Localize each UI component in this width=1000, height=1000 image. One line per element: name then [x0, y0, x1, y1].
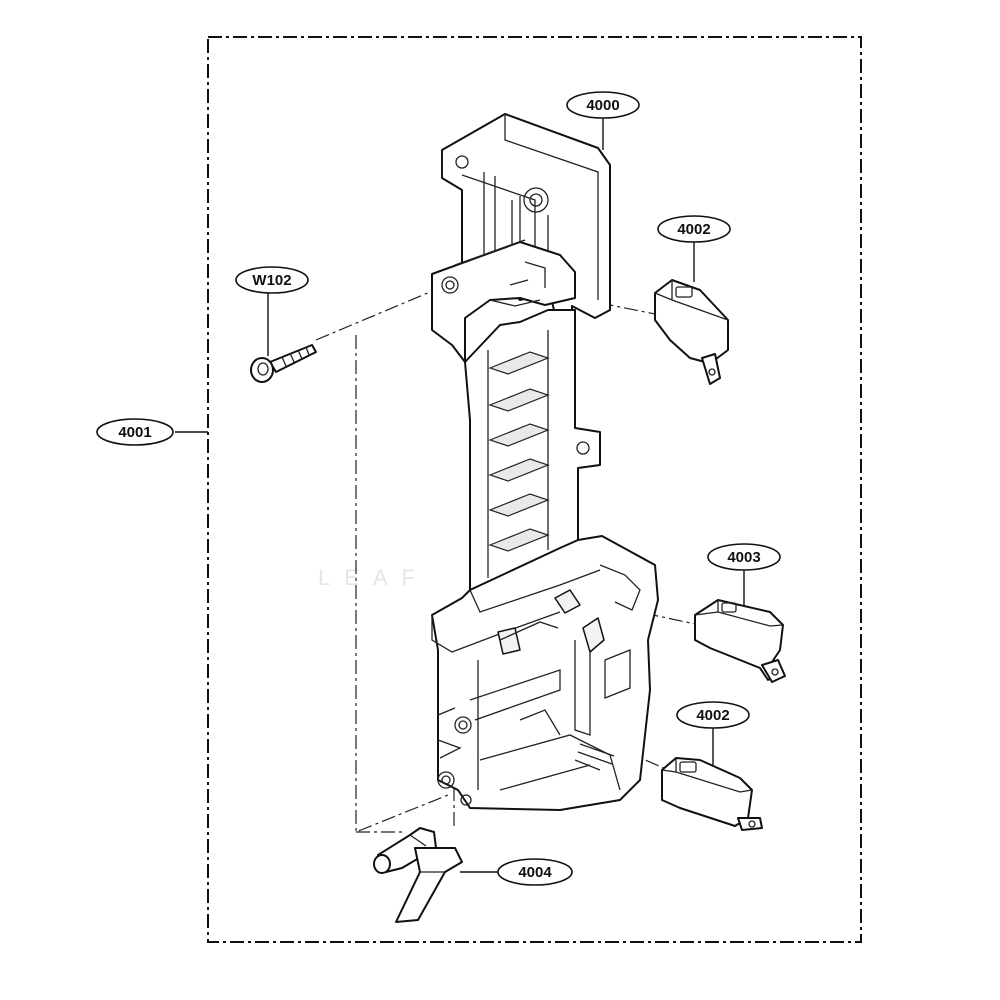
callout-leaders: [175, 117, 745, 873]
microswitch-4002-lower: [661, 757, 763, 831]
svg-text:4001: 4001: [118, 424, 151, 441]
microswitch-4002-upper: [654, 279, 729, 385]
screw-w102: [250, 344, 317, 383]
svg-text:4004: 4004: [518, 864, 552, 881]
callout-4000: 4000: [566, 91, 640, 119]
callout-4003: 4003: [707, 543, 781, 571]
lever-4004: [373, 827, 463, 923]
callout-4004: 4004: [497, 858, 573, 886]
svg-text:4002: 4002: [677, 221, 710, 238]
callout-4002-upper: 4002: [657, 215, 731, 243]
microswitch-4003: [694, 599, 786, 683]
svg-text:W102: W102: [252, 272, 291, 289]
callout-4002-lower: 4002: [676, 701, 750, 729]
main-bracket-4000: [431, 113, 659, 811]
svg-text:4000: 4000: [586, 97, 619, 114]
assembly-boundary-frame: [207, 36, 862, 943]
svg-text:4002: 4002: [696, 707, 729, 724]
svg-text:4003: 4003: [727, 549, 760, 566]
watermark: LEAF: [318, 565, 429, 590]
callout-4001: 4001: [96, 418, 174, 446]
callout-w102: W102: [235, 266, 309, 294]
